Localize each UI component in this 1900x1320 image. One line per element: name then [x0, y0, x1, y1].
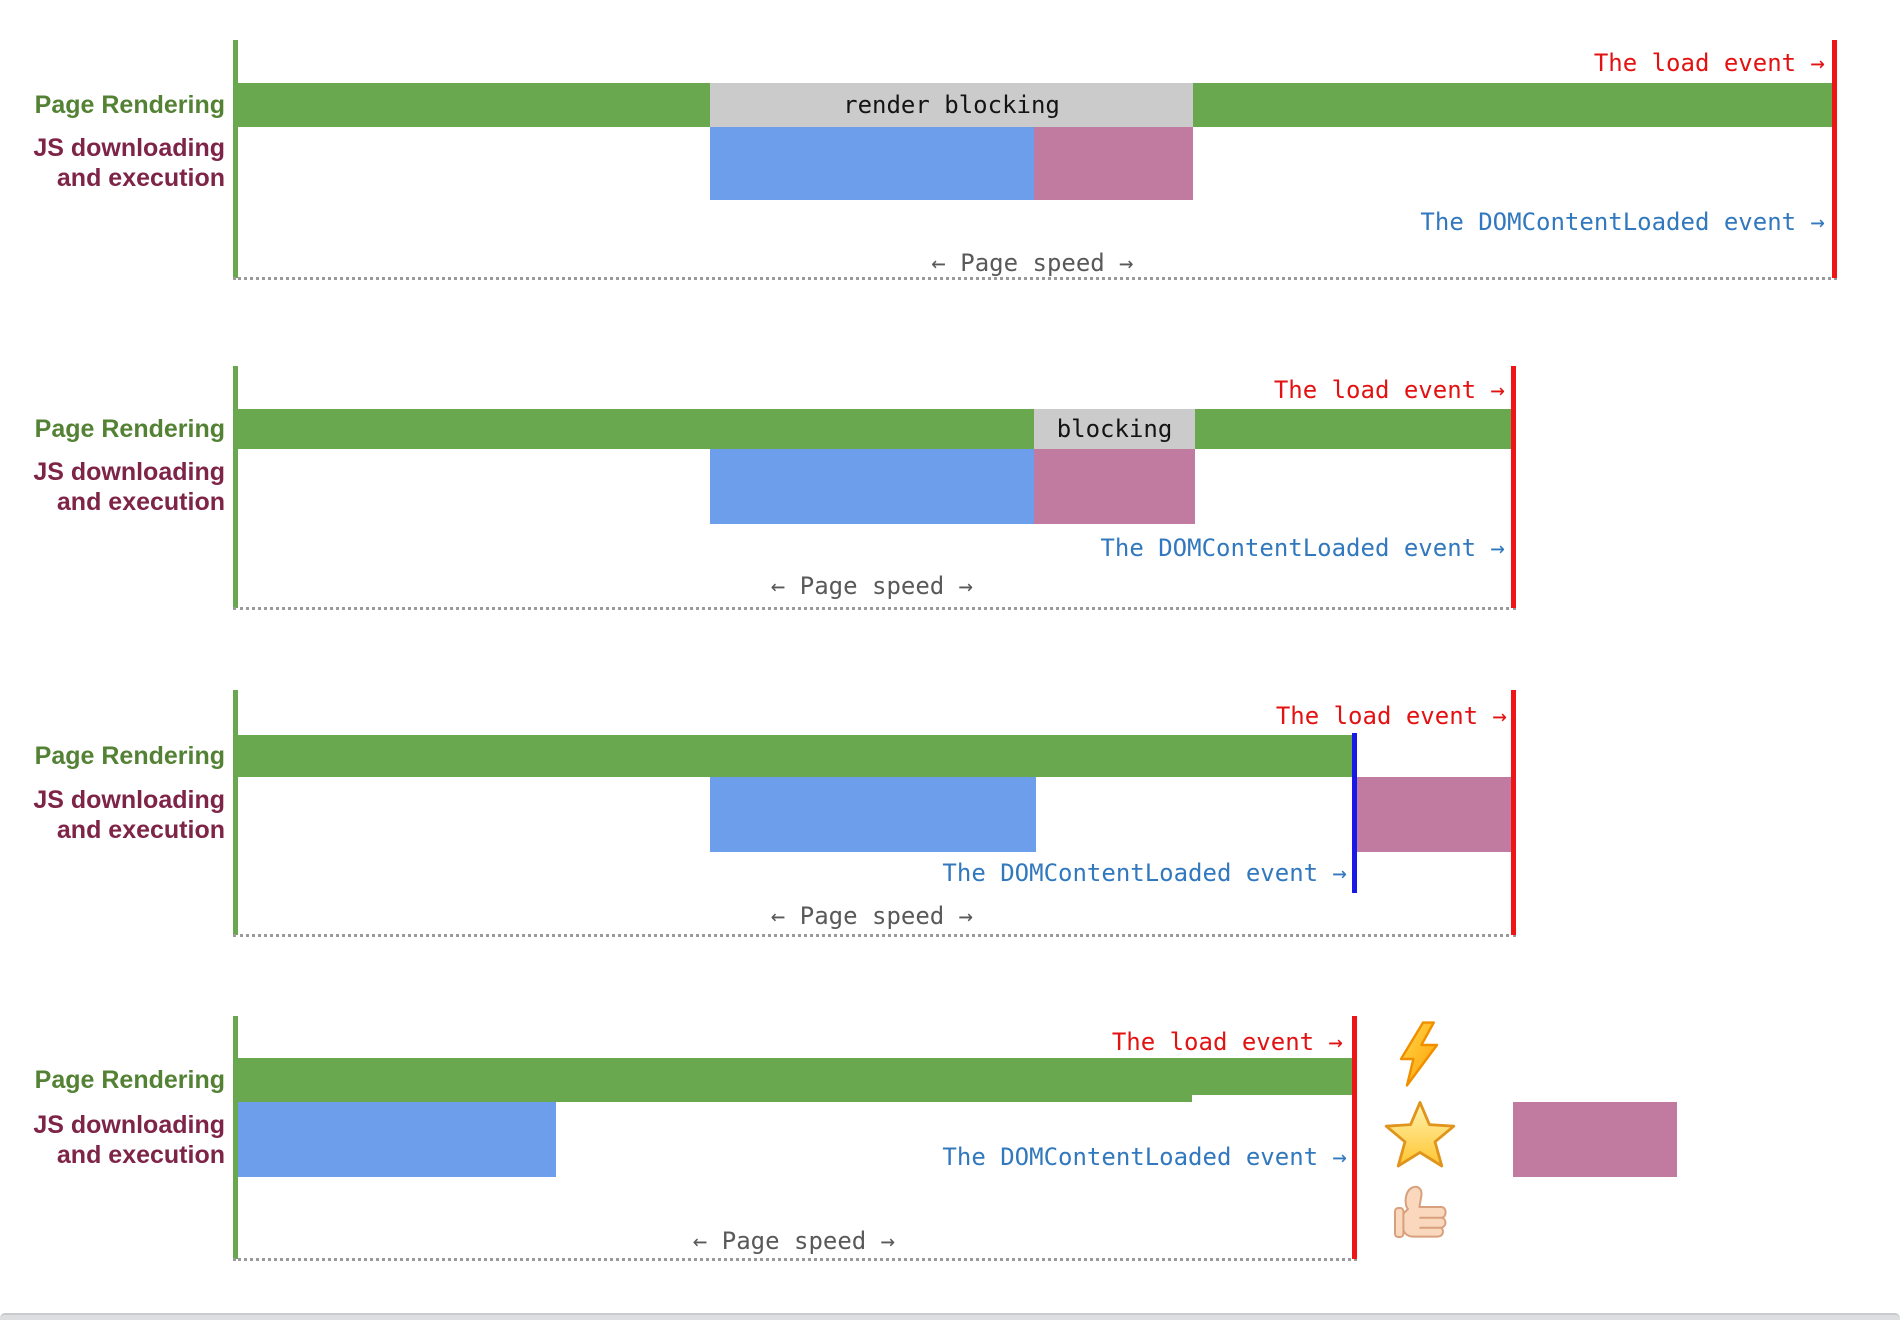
load-event-label: The load event →: [1593, 49, 1825, 77]
timeline-start-line: [233, 690, 238, 935]
row-label-rendering: Page Rendering: [34, 1066, 225, 1094]
row-label-js-line1: JS downloading: [33, 458, 225, 486]
load-event-line: [1832, 40, 1837, 278]
domcontentloaded-label: The DOMContentLoaded event →: [1420, 208, 1825, 236]
timeline-baseline: [233, 277, 1837, 280]
timeline-start-line: [233, 1016, 238, 1259]
js-download-bar: [710, 449, 1034, 524]
blocking-overlay: blocking: [1034, 409, 1195, 449]
load-event-line: [1511, 366, 1516, 608]
row-label-rendering: Page Rendering: [34, 91, 225, 119]
rendering-bar-notch: [1192, 1095, 1352, 1102]
row-label-js-line2: and execution: [56, 488, 225, 516]
load-event-label: The load event →: [1273, 376, 1505, 404]
domcontentloaded-label: The DOMContentLoaded event →: [1100, 534, 1505, 562]
row-label-rendering: Page Rendering: [34, 415, 225, 443]
row-label-js-line2: and execution: [56, 164, 225, 192]
page-speed-label: ← Page speed →: [692, 1227, 896, 1255]
js-execution-bar-detached: [1513, 1102, 1677, 1177]
timeline-start-line: [233, 366, 238, 608]
js-execution-bar: [1034, 127, 1193, 200]
page-speed-label: ← Page speed →: [770, 902, 974, 930]
domcontentloaded-label: The DOMContentLoaded event →: [942, 859, 1347, 887]
row-label-js: JS downloading and execution: [0, 457, 225, 517]
load-event-line: [1352, 1016, 1357, 1259]
row-label-rendering: Page Rendering: [34, 742, 225, 770]
load-event-line: [1511, 690, 1516, 935]
row-label-js: JS downloading and execution: [0, 785, 225, 845]
js-execution-bar: [1034, 449, 1195, 524]
js-download-bar: [238, 1102, 556, 1177]
page-rendering-bar: [238, 409, 1511, 449]
star-emoji: [1384, 1101, 1456, 1168]
lightning-emoji: [1399, 1021, 1439, 1087]
page-rendering-bar: [238, 735, 1352, 777]
domcontentloaded-label: The DOMContentLoaded event →: [942, 1143, 1347, 1171]
timeline-start-line: [233, 40, 238, 278]
row-label-js-line2: and execution: [56, 1141, 225, 1169]
thumbs-up-emoji: [1394, 1185, 1447, 1238]
timeline-baseline: [233, 934, 1516, 937]
load-event-label: The load event →: [1111, 1028, 1343, 1056]
render-blocking-overlay: render blocking: [710, 83, 1193, 127]
row-label-js-line2: and execution: [56, 816, 225, 844]
row-label-js: JS downloading and execution: [0, 1110, 225, 1170]
page-rendering-bar: [238, 1058, 1352, 1102]
load-event-label: The load event →: [1275, 702, 1507, 730]
timeline-baseline: [233, 1258, 1357, 1261]
js-download-bar: [710, 127, 1034, 200]
js-execution-bar: [1357, 777, 1512, 852]
domcontentloaded-marker-line: [1352, 733, 1357, 893]
row-label-js-line1: JS downloading: [33, 134, 225, 162]
bottom-window-edge: [0, 1313, 1900, 1320]
timeline-baseline: [233, 607, 1516, 610]
row-label-js-line1: JS downloading: [33, 786, 225, 814]
page-speed-label: ← Page speed →: [770, 572, 974, 600]
row-label-js-line1: JS downloading: [33, 1111, 225, 1139]
page-speed-label: ← Page speed →: [931, 249, 1134, 277]
row-label-js: JS downloading and execution: [0, 133, 225, 193]
js-download-bar: [710, 777, 1036, 852]
